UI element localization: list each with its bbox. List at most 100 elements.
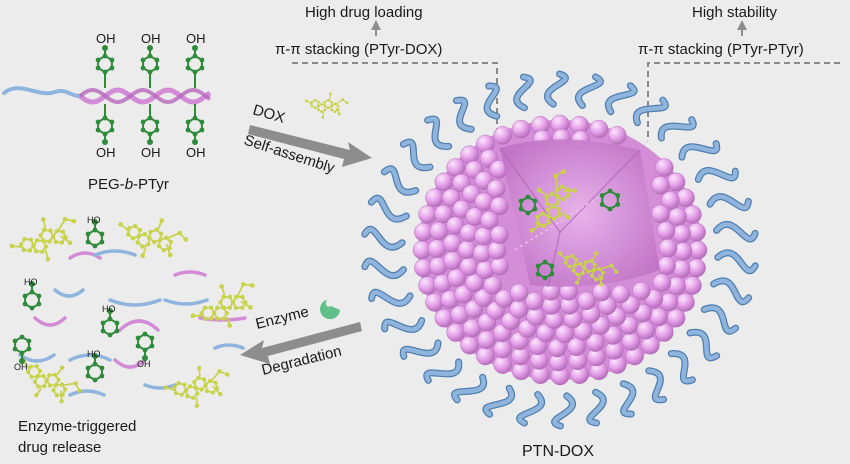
phenol-up-icon: OH	[95, 31, 116, 75]
shell-bead	[434, 172, 454, 192]
helix-strand-b	[78, 87, 212, 105]
peg-strand	[382, 318, 424, 332]
released-chain	[163, 298, 209, 306]
dox-ring-icon	[51, 382, 68, 398]
shell-bead	[608, 126, 627, 145]
peg-strand	[362, 227, 405, 250]
released-chain	[113, 358, 147, 369]
shell-bead	[487, 241, 507, 260]
peg-strand	[452, 375, 486, 403]
shell-bead	[536, 323, 555, 343]
shell-bead	[661, 191, 680, 210]
peg-strand	[659, 117, 696, 141]
shell-bead	[509, 283, 529, 302]
shell-bead	[524, 291, 544, 311]
phenol-up-icon: OH	[185, 31, 206, 75]
shell-bead	[429, 221, 449, 241]
released-oh-label: HO	[87, 349, 101, 359]
enzyme-icon	[320, 300, 340, 320]
benzene-ring-icon	[140, 53, 160, 75]
shell-bead	[459, 257, 479, 276]
released-dox-3	[190, 282, 255, 328]
peg-strand	[545, 71, 568, 107]
oh-label: OH	[96, 31, 116, 46]
shell-bead	[454, 284, 473, 304]
peg-strand	[714, 222, 758, 242]
peg-strand	[646, 368, 666, 403]
peg-strand	[484, 83, 499, 119]
released-tyrosine-icon	[85, 219, 105, 249]
polymer-name-label: PEG-b-PTyr	[88, 176, 169, 193]
high-stability-label: High stability	[692, 4, 778, 21]
released-oh-label: HO	[102, 304, 116, 314]
released-dox-2	[118, 218, 189, 258]
released-dox-1	[9, 216, 77, 262]
phenol-down-icon: OH	[95, 115, 116, 160]
benzene-ring-icon	[85, 227, 105, 249]
phenol-side-groups: OH OH OH OH OH OH	[95, 31, 206, 160]
peg-b-ptyr-polymer: OH OH OH OH OH OH PEG-b-PTyr	[2, 31, 212, 193]
peg-strand	[711, 278, 751, 304]
peg-strand	[401, 140, 433, 170]
released-tyrosine-icon	[12, 334, 32, 364]
peg-strand	[707, 194, 751, 210]
dox-ring-icon	[44, 372, 61, 388]
released-chain	[33, 316, 67, 327]
released-chain	[68, 389, 106, 397]
stacking-dox-label: π-π stacking (PTyr-DOX)	[275, 41, 442, 58]
peg-strand	[454, 97, 474, 132]
benzene-ring-icon	[95, 115, 115, 137]
dox-ring-icon	[554, 184, 571, 202]
polymer-prefix: PEG-	[88, 176, 125, 193]
dox-ring-icon	[156, 235, 173, 253]
benzene-ring-icon	[22, 289, 42, 311]
polymer-suffix: -PTyr	[133, 176, 169, 193]
released-chain	[108, 298, 162, 307]
shell-bead	[493, 126, 512, 145]
peg-strand	[679, 141, 719, 160]
peg-strand	[587, 389, 606, 426]
release-label-line1: Enzyme-triggered	[18, 418, 136, 435]
peg-strand	[576, 74, 603, 108]
peg-strand	[369, 196, 409, 222]
peg-strand	[606, 83, 637, 114]
peg-strand	[425, 116, 451, 149]
dox-ring-icon	[330, 102, 340, 114]
oh-label: OH	[141, 31, 161, 46]
shell-bead	[434, 204, 453, 224]
dox-ring-icon	[535, 211, 552, 229]
shell-bead	[425, 293, 444, 312]
shell-bead	[493, 339, 512, 359]
dox-molecule-icon	[304, 92, 349, 119]
peg-strand	[552, 393, 575, 429]
shell-bead	[589, 119, 609, 139]
peg-strand	[517, 392, 544, 426]
shell-bead	[577, 291, 596, 311]
core-phenol-ring-2	[535, 259, 555, 281]
stacking-ptyr-label: π-π stacking (PTyr-PTyr)	[638, 41, 804, 58]
enzyme-label: Enzyme	[254, 303, 311, 333]
released-oh-label: HO	[24, 277, 38, 287]
phenol-down-icon: OH	[185, 115, 206, 160]
shell-bead	[611, 284, 630, 304]
released-chain	[173, 270, 207, 277]
shell-bead	[636, 320, 656, 340]
degradation-arrow-shape	[240, 322, 362, 364]
dox-ring-icon	[125, 223, 143, 241]
shell-bead	[676, 188, 695, 207]
core-phenol-ring-1	[599, 188, 621, 212]
shell-bead	[573, 322, 593, 341]
core-dox-molecule-2	[557, 251, 619, 287]
core-phenol-ring-3	[518, 194, 538, 216]
micelle-cutaway-core	[499, 139, 660, 288]
shell-bead	[656, 221, 676, 240]
peg-strand	[634, 97, 668, 125]
shell-bead	[655, 158, 674, 177]
shell-bead	[483, 276, 502, 295]
phenol-up-icon: OH	[140, 31, 161, 75]
dox-ring-icon	[545, 204, 562, 221]
released-chain	[53, 288, 85, 298]
dox-ring-icon	[590, 266, 605, 282]
shell-bead	[425, 188, 444, 207]
phenol-down-icon: OH	[140, 115, 161, 160]
